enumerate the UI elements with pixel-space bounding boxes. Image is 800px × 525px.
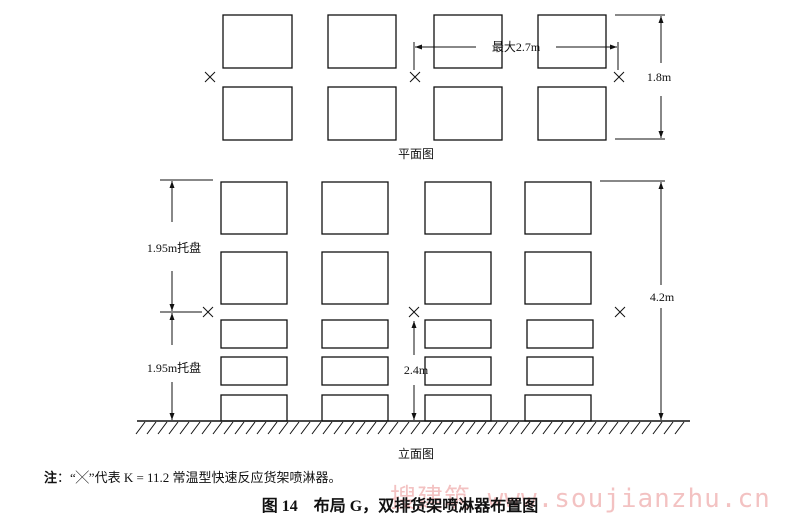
hatch-line bbox=[190, 421, 201, 435]
hatch-line bbox=[377, 421, 388, 435]
note-label: 注 bbox=[44, 470, 58, 485]
legend-note: 注：“╳”代表 K = 11.2 常温型快速反应货架喷淋器。 bbox=[44, 467, 342, 486]
sprinkler-icon bbox=[408, 306, 420, 318]
sprinkler-icon bbox=[202, 306, 214, 318]
hatch-line bbox=[410, 421, 421, 435]
note-text: “╳”代表 K = 11.2 常温型快速反应货架喷淋器。 bbox=[70, 470, 342, 485]
hatch-line bbox=[135, 421, 146, 435]
elevation-view: 1.95m托盘 1.95m托盘 2.4m 4.2m 立面图 bbox=[135, 179, 690, 461]
hatch-line bbox=[300, 421, 311, 435]
hatch-line bbox=[630, 421, 641, 435]
hatch-line bbox=[245, 421, 256, 435]
hatch-line bbox=[465, 421, 476, 435]
ground-hatch bbox=[135, 421, 685, 435]
plan-height-label: 1.8m bbox=[647, 70, 672, 84]
hatch-line bbox=[421, 421, 432, 435]
elevation-title: 立面图 bbox=[398, 446, 434, 461]
rack-column bbox=[424, 181, 492, 422]
pallet-top-label: 1.95m托盘 bbox=[147, 240, 201, 255]
hatch-line bbox=[146, 421, 157, 435]
rack-column bbox=[321, 181, 389, 422]
hatch-line bbox=[201, 421, 212, 435]
hatch-line bbox=[388, 421, 399, 435]
hatch-line bbox=[443, 421, 454, 435]
plan-rack bbox=[222, 86, 293, 141]
figure-caption: 图 14 布局 G，双排货架喷淋器布置图 bbox=[261, 498, 539, 515]
watermark: 搜建筑 www.soujianzhu.cn bbox=[390, 484, 771, 514]
dim-extension bbox=[615, 14, 665, 140]
hatch-line bbox=[355, 421, 366, 435]
hatch-line bbox=[586, 421, 597, 435]
pallet-bottom-label: 1.95m托盘 bbox=[147, 360, 201, 375]
hatch-line bbox=[542, 421, 553, 435]
rack-column bbox=[524, 181, 594, 422]
hatch-line bbox=[652, 421, 663, 435]
plan-width-label: 最大2.7m bbox=[492, 40, 541, 54]
plan-rack bbox=[327, 14, 397, 69]
sprinkler-icon bbox=[409, 71, 421, 83]
hatch-line bbox=[311, 421, 322, 435]
rack-column bbox=[220, 181, 288, 422]
hatch-line bbox=[333, 421, 344, 435]
plan-title: 平面图 bbox=[398, 147, 434, 161]
hatch-line bbox=[432, 421, 443, 435]
sprinkler-icon bbox=[614, 306, 626, 318]
hatch-line bbox=[597, 421, 608, 435]
plan-rack bbox=[222, 14, 293, 69]
dim-extension bbox=[413, 42, 619, 70]
hatch-line bbox=[256, 421, 267, 435]
hatch-line bbox=[223, 421, 234, 435]
plan-rack bbox=[537, 86, 607, 141]
sprinkler-height-label: 2.4m bbox=[404, 363, 429, 377]
hatch-line bbox=[212, 421, 223, 435]
plan-rack bbox=[433, 86, 503, 141]
total-height-label: 4.2m bbox=[650, 290, 675, 304]
hatch-line bbox=[498, 421, 509, 435]
hatch-line bbox=[476, 421, 487, 435]
hatch-line bbox=[520, 421, 531, 435]
hatch-line bbox=[179, 421, 190, 435]
hatch-line bbox=[454, 421, 465, 435]
hatch-line bbox=[322, 421, 333, 435]
hatch-line bbox=[267, 421, 278, 435]
hatch-line bbox=[564, 421, 575, 435]
hatch-line bbox=[553, 421, 564, 435]
hatch-line bbox=[674, 421, 685, 435]
hatch-line bbox=[234, 421, 245, 435]
plan-rack bbox=[327, 86, 397, 141]
hatch-line bbox=[278, 421, 289, 435]
sprinkler-icon bbox=[204, 71, 216, 83]
plan-rack bbox=[537, 14, 607, 69]
hatch-line bbox=[289, 421, 300, 435]
hatch-line bbox=[168, 421, 179, 435]
dim-extension bbox=[160, 179, 213, 313]
plan-view: 最大2.7m 1.8m 平面图 bbox=[204, 14, 672, 161]
hatch-line bbox=[531, 421, 542, 435]
hatch-line bbox=[366, 421, 377, 435]
hatch-line bbox=[663, 421, 674, 435]
hatch-line bbox=[487, 421, 498, 435]
hatch-line bbox=[157, 421, 168, 435]
hatch-line bbox=[509, 421, 520, 435]
hatch-line bbox=[344, 421, 355, 435]
sprinkler-icon bbox=[613, 71, 625, 83]
plan-rack bbox=[433, 14, 503, 69]
hatch-line bbox=[575, 421, 586, 435]
hatch-line bbox=[608, 421, 619, 435]
hatch-line bbox=[399, 421, 410, 435]
hatch-line bbox=[619, 421, 630, 435]
hatch-line bbox=[641, 421, 652, 435]
note-separator: ： bbox=[57, 470, 71, 485]
